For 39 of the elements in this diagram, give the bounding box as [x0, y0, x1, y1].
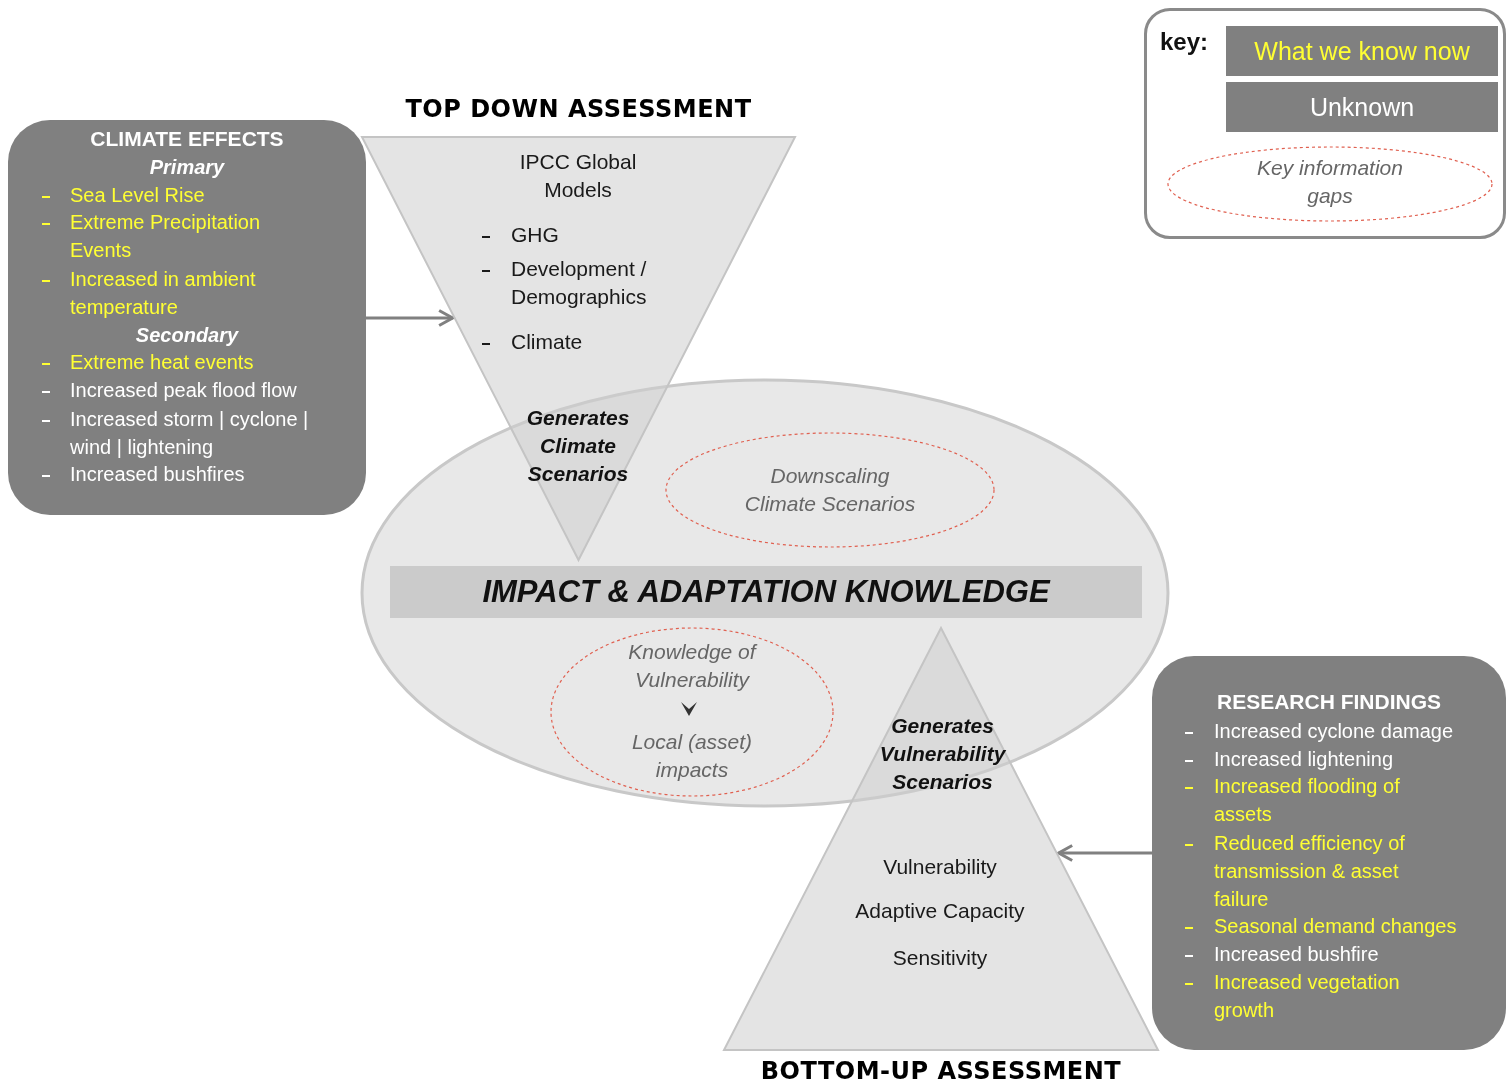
list-item: Extreme Precipitation Events — [70, 210, 262, 263]
list-item: Increased vegetation growth — [1214, 970, 1401, 1023]
list-item: Extreme heat events — [70, 350, 255, 375]
list-item: Climate — [511, 329, 584, 355]
list-item: Increased peak flood flow — [70, 378, 298, 403]
legend-heading: key: — [1160, 28, 1209, 56]
arrow — [1057, 844, 1152, 862]
legend-label: Key information gaps — [1256, 155, 1404, 209]
emphasis-text: Generates Vulnerability Scenarios — [878, 713, 1007, 795]
list-item: Increased in ambient temperature — [70, 267, 257, 320]
list-item: Increased bushfires — [70, 462, 246, 487]
list-item: Seasonal demand changes — [1214, 914, 1458, 939]
title-band: IMPACT & ADAPTATION KNOWLEDGE — [390, 566, 1142, 618]
list-item: Reduced efficiency of transmission & asset failure — [1214, 831, 1406, 912]
subheading: Secondary — [134, 323, 240, 348]
node-text: Local (asset) impacts — [630, 729, 754, 783]
node-text: Sensitivity — [891, 945, 989, 971]
list-item: Sea Level Rise — [70, 183, 206, 208]
list-item: Development / Demographics — [511, 256, 648, 310]
node-text: Vulnerability — [882, 854, 998, 880]
node-text: Adaptive Capacity — [854, 898, 1026, 924]
node-text: Downscaling Climate Scenarios — [743, 463, 917, 517]
list-item: Increased bushfire — [1214, 942, 1380, 967]
section-title: BOTTOM-UP ASSESSMENT — [759, 1057, 1123, 1085]
emphasis-text: Generates Climate Scenarios — [525, 405, 631, 487]
list-item: Increased storm | cyclone | wind | lightening — [70, 407, 310, 460]
node-text: Knowledge of Vulnerability — [627, 639, 759, 693]
list-item: GHG — [511, 222, 560, 248]
legend-label: What we know now — [1254, 37, 1470, 65]
list-item: Increased cyclone damage — [1214, 719, 1455, 744]
panel-heading: CLIMATE EFFECTS — [89, 126, 285, 152]
legend-label: Unknown — [1309, 93, 1415, 121]
panel-heading: RESEARCH FINDINGS — [1216, 689, 1442, 715]
section-title: TOP DOWN ASSESSMENT — [404, 95, 753, 123]
arrow — [366, 309, 455, 327]
subheading: Primary — [148, 155, 226, 180]
node-text: IPCC Global Models — [518, 149, 638, 203]
list-item: Increased lightening — [1214, 747, 1394, 772]
list-item: Increased flooding of assets — [1214, 774, 1401, 827]
